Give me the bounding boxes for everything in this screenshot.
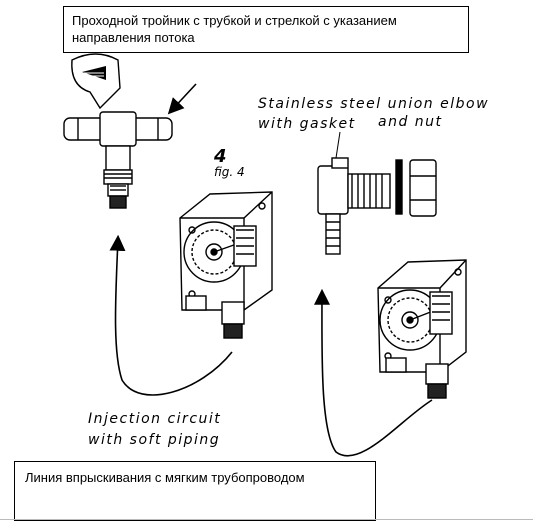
figure-label: fig. 4 [214,165,245,179]
elbow-pointer-line [335,131,341,159]
union-elbow-assembly [317,157,437,255]
tubing-arrow-tee [109,234,233,396]
injection-label-line2: with soft piping [88,432,221,448]
tee-fitting [63,53,173,209]
tubing-arrow-elbow [313,288,433,457]
tee-pointer-arrow [167,83,197,115]
callout-top: Проходной тройник с трубкой и стрелкой с… [63,6,469,53]
pump-right [377,259,467,399]
figure-number: 4 [213,146,227,167]
injection-label-line1: Injection circuit [88,411,222,427]
flow-direction-tag [71,53,121,110]
elbow-label-line2b: and nut [378,114,443,130]
elbow-label-line1: Stainless steel union elbow [258,96,490,112]
callout-bottom: Линия впрыскивания с мягким трубопроводо… [14,461,376,521]
bottom-divider [0,519,533,520]
pump-center [179,191,273,339]
elbow-label-line2: with gasket [258,116,356,132]
